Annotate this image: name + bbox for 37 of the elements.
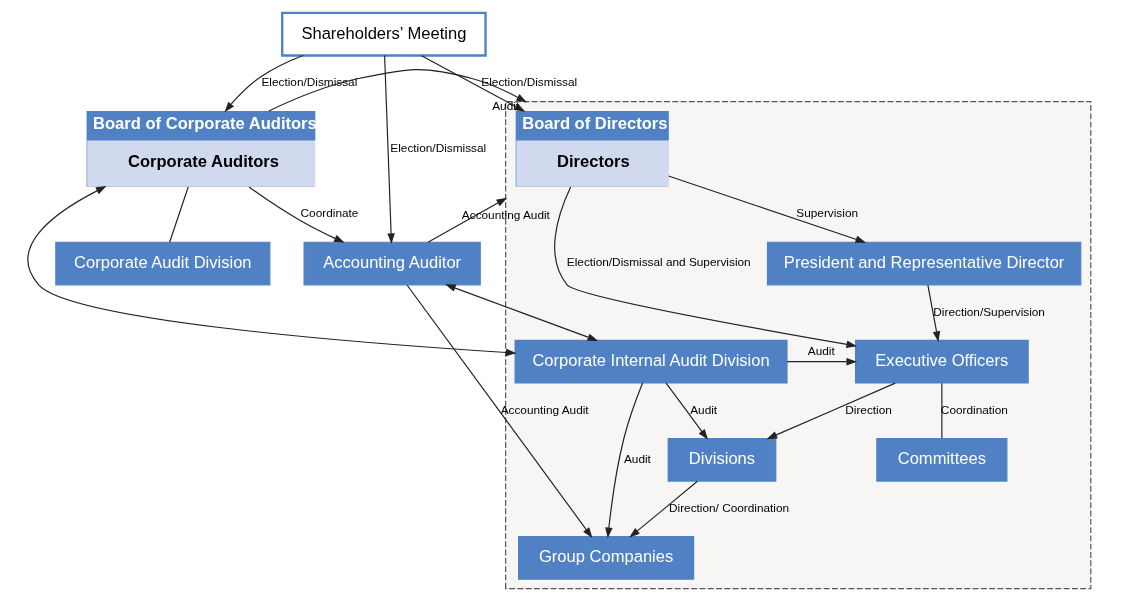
edge-label: Election/Dismissal	[389, 140, 486, 155]
node-box: Executive Officers	[854, 339, 1029, 384]
connector	[940, 382, 942, 439]
edge-label: Election/Dismissal and Supervision	[566, 255, 751, 270]
arrow	[553, 186, 857, 348]
arrow	[26, 186, 517, 357]
arrow	[926, 284, 940, 342]
node-box: President and Representative Director	[766, 241, 1081, 286]
edge-label: Direction/ Coordination	[668, 500, 789, 515]
arrow	[247, 186, 345, 243]
arrow	[766, 382, 896, 440]
edge-label: Audit	[689, 402, 717, 417]
edge-label: Election/Dismissal	[480, 75, 577, 90]
edge-label: Coordinate	[300, 206, 358, 221]
node-box: Corporate Audit Division	[54, 241, 270, 286]
edge-label: Direction	[844, 402, 892, 417]
arrow	[786, 357, 857, 366]
edge-label: Accounting Audit	[500, 402, 589, 417]
arrow	[665, 382, 708, 440]
edge-label: Supervision	[795, 206, 858, 221]
node-box: Shareholders’ Meeting	[280, 11, 487, 57]
edge-label: Direction/Supervision	[932, 304, 1045, 319]
arrow	[383, 54, 395, 245]
node-box: Corporate Internal Audit Division	[514, 339, 788, 384]
arrow	[223, 54, 304, 113]
arrow	[628, 480, 698, 538]
node-box: Accounting Auditor	[303, 241, 481, 286]
node-box: Group Companies	[517, 536, 694, 580]
arrow	[444, 284, 598, 341]
arrow	[667, 175, 866, 243]
edge-label: Audit	[807, 343, 835, 358]
arrow	[406, 284, 592, 539]
node-box: Committees	[875, 437, 1007, 482]
node-box: Divisions	[667, 437, 776, 482]
connector	[168, 186, 189, 243]
edge-label: Audit	[623, 451, 651, 466]
arrow	[604, 382, 643, 539]
